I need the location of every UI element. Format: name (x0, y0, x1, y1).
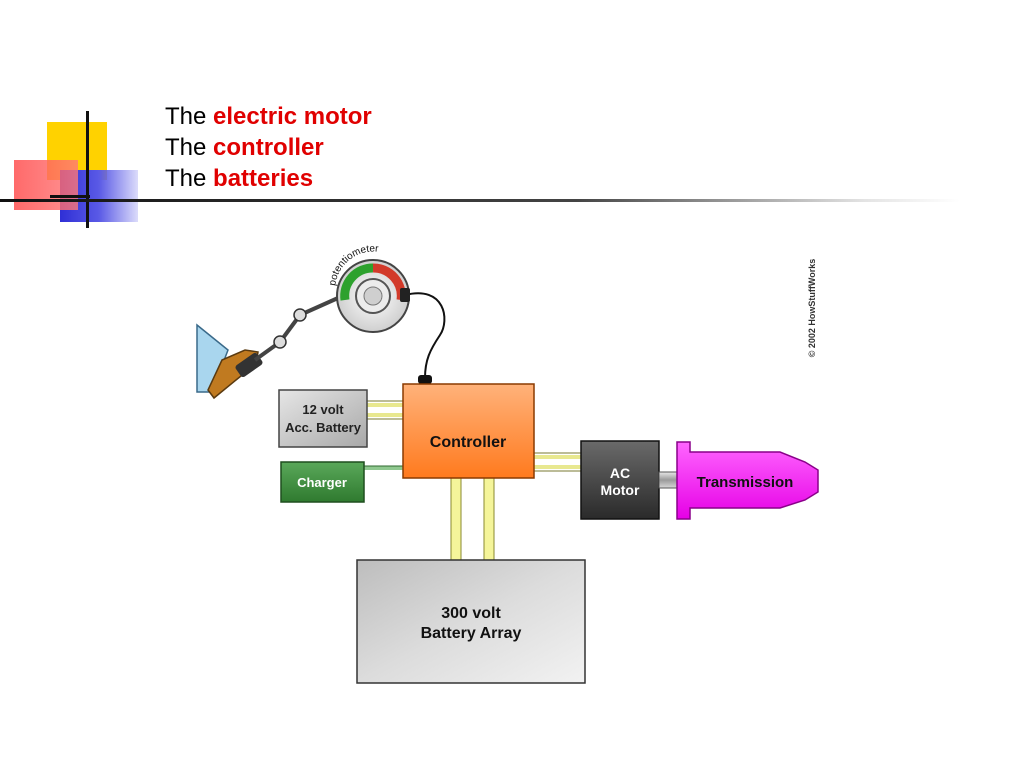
acc-battery-label-1: 12 volt (302, 402, 344, 417)
charger-box (280, 461, 365, 503)
controller-label: Controller (430, 434, 506, 451)
ac-motor-label-1: AC (610, 465, 630, 481)
copyright-label: © 2002 HowStuffWorks (807, 259, 817, 358)
deco-short-line (50, 195, 90, 198)
title-block: The electric motor The controller The ba… (165, 101, 372, 194)
ac-motor-label-2: Motor (601, 482, 640, 498)
transmission-label: Transmission (697, 474, 794, 491)
wire-acc-battery (367, 400, 404, 420)
title-line-1: The electric motor (165, 101, 372, 132)
title-highlight: batteries (213, 165, 314, 192)
title-line-2: The controller (165, 132, 372, 163)
controller-box (402, 383, 535, 479)
potentiometer-cable (404, 292, 446, 379)
title-highlight: electric motor (213, 103, 372, 130)
wire-charger (364, 465, 404, 470)
potentiometer: potentiometer (327, 243, 410, 333)
charger-label: Charger (297, 475, 347, 490)
accelerator-pedal (196, 296, 339, 400)
title-prefix: The (165, 165, 207, 192)
controller-connector (418, 375, 432, 384)
deco-vertical-line (86, 111, 89, 228)
acc-battery-box (278, 389, 368, 448)
battery-array-box (356, 559, 586, 684)
title-prefix: The (165, 134, 207, 161)
motor-shaft (658, 471, 680, 489)
wire-controller-motor (534, 452, 582, 472)
ac-motor-box (580, 440, 660, 520)
title-line-3: The batteries (165, 163, 372, 194)
battery-array-label-2: Battery Array (421, 625, 522, 642)
wire-battery-array (450, 477, 495, 561)
title-rule (0, 199, 960, 202)
title-highlight: controller (213, 134, 324, 161)
transmission-shape (676, 441, 819, 520)
battery-array-label-1: 300 volt (441, 605, 501, 622)
title-prefix: The (165, 103, 207, 130)
acc-battery-label-2: Acc. Battery (285, 420, 362, 435)
